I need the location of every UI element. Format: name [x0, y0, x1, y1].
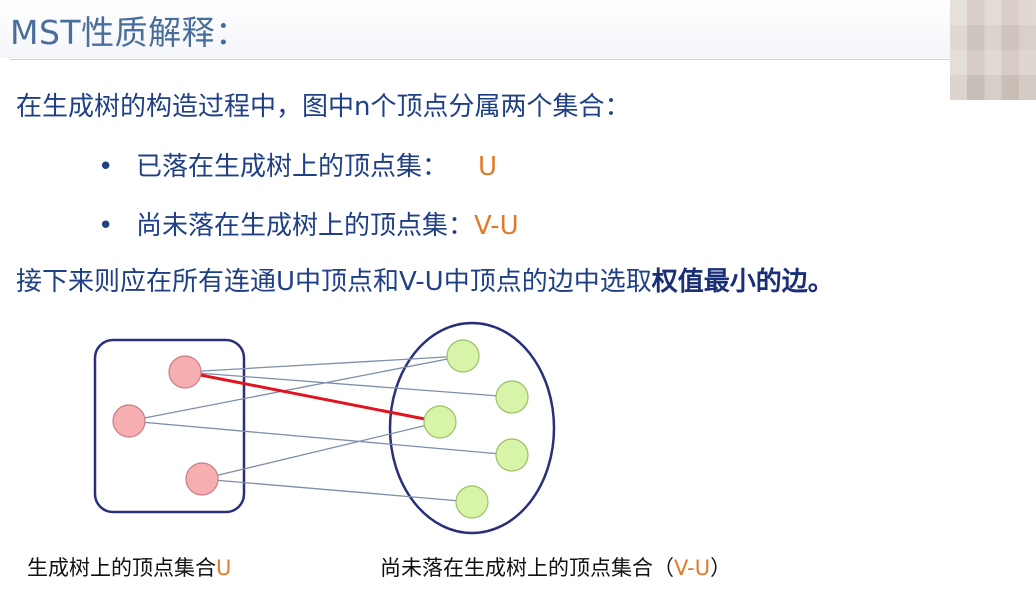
vu-caption-accent: V-U [674, 556, 711, 580]
vu-caption-text: 尚未落在生成树上的顶点集合（ [380, 556, 674, 580]
vu-vertex [455, 485, 489, 519]
vu-set-caption: 尚未落在生成树上的顶点集合（V-U） [380, 552, 731, 582]
min-weight-edge [184, 370, 441, 424]
bullet-u-value: U [478, 152, 498, 182]
bullet-vu-value: V-U [474, 211, 519, 241]
conclusion-text: 接下来则应在所有连通U中顶点和V-U中顶点的边中选取权值最小的边。 [16, 261, 834, 298]
slide-title: MST性质解释： [10, 13, 249, 52]
cross-edge [128, 420, 513, 456]
u-set-caption: 生成树上的顶点集合U [27, 552, 231, 582]
conclusion-plain: 接下来则应在所有连通U中顶点和V-U中顶点的边中选取 [16, 267, 652, 297]
bullet-vu: • 尚未落在生成树上的顶点集：V-U [98, 205, 519, 242]
vu-vertex [495, 438, 529, 472]
intro-text: 在生成树的构造过程中，图中n个顶点分属两个集合： [16, 92, 631, 122]
bullet-u-label: 已落在生成树上的顶点集： [136, 152, 449, 182]
presenter-avatar [950, 0, 1036, 100]
cross-edge [184, 355, 464, 373]
vu-vertex [495, 380, 529, 414]
cross-edge [201, 421, 441, 480]
vu-vertex [446, 339, 480, 373]
u-caption-accent: U [216, 556, 232, 580]
title-band [0, 0, 1036, 58]
vu-set-boundary [388, 321, 556, 535]
cross-edge [184, 371, 513, 398]
bullet-u: • 已落在生成树上的顶点集： U [98, 146, 497, 183]
cross-edge [201, 478, 473, 503]
conclusion-emphasis: 权值最小的边。 [651, 267, 834, 297]
vu-vertex [423, 405, 457, 439]
bullet-vu-label: 尚未落在生成树上的顶点集： [136, 211, 475, 241]
cross-edge [128, 355, 464, 422]
u-vertex [112, 404, 146, 438]
title-divider [10, 59, 955, 60]
u-caption-text: 生成树上的顶点集合 [27, 556, 216, 580]
u-vertex [168, 355, 202, 389]
vu-caption-close: ） [710, 556, 732, 580]
u-set-boundary [93, 338, 246, 514]
bullet-marker: • [98, 211, 114, 241]
bullet-marker: • [98, 152, 114, 182]
u-vertex [185, 462, 219, 496]
